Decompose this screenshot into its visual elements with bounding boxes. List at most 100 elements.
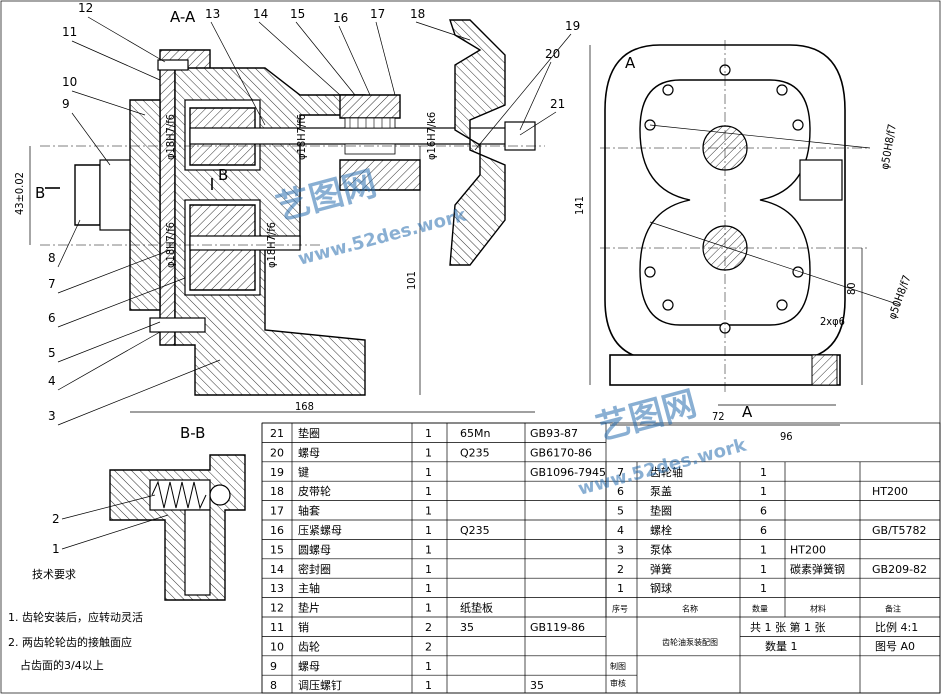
balloon-label: 14 — [253, 7, 268, 21]
drawing-number: 图号 A0 — [875, 640, 915, 653]
bom-material: Q235 — [460, 524, 490, 537]
fit-1: φ18H7/f6 — [164, 114, 177, 160]
shaft-nut — [504, 121, 536, 151]
leader-line — [57, 321, 161, 363]
section-b-mark-inner: B — [218, 166, 228, 184]
dim-141: 141 — [573, 196, 586, 215]
bom-name: 密封圈 — [298, 562, 331, 576]
fit-2: φ18H7/f6 — [295, 114, 308, 160]
lock-nut — [99, 159, 131, 231]
bom-qty: 1 — [425, 427, 432, 440]
bom-header-cell: 名称 — [682, 604, 698, 614]
leader-line — [57, 277, 186, 328]
dim-2x6: 2xφ6 — [820, 315, 845, 328]
balloon-label: 2 — [52, 512, 60, 526]
bom-qty: 1 — [425, 446, 432, 459]
bom-name: 螺母 — [298, 660, 320, 673]
bolt — [149, 317, 206, 333]
bom-qty: 1 — [760, 543, 767, 556]
bom-name: 泵体 — [650, 542, 672, 556]
bom-material: 35 — [460, 621, 474, 634]
leader-line — [57, 359, 221, 426]
bom-qty: 1 — [425, 602, 432, 615]
bom-name: 螺母 — [298, 446, 320, 459]
leader-line — [57, 249, 171, 294]
bom-qty: 6 — [760, 524, 767, 537]
bom-name: 钢球 — [650, 581, 672, 595]
bom-name: 压紧螺母 — [298, 524, 342, 537]
bom-name: 键 — [298, 465, 309, 479]
balloon-label: 20 — [545, 47, 560, 61]
dim-43: 43±0.02 — [13, 172, 26, 215]
bom-qty: 1 — [425, 582, 432, 595]
bom-no: 19 — [270, 466, 284, 479]
bom-qty: 6 — [760, 505, 767, 518]
bom-note: GB209-82 — [872, 563, 927, 576]
balloon-label: 4 — [48, 374, 56, 388]
bom-no: 10 — [270, 640, 284, 653]
bom-no: 2 — [617, 563, 624, 576]
bom-no: 21 — [270, 427, 284, 440]
bom-no: 4 — [617, 524, 624, 537]
dim-168: 168 — [295, 400, 314, 413]
bom-standard: GB1096-7945 — [530, 466, 606, 479]
balloon-label: 10 — [62, 75, 77, 89]
leader-line — [258, 21, 341, 96]
balloon-label: 18 — [410, 7, 425, 21]
pulley-section — [449, 19, 506, 266]
leader-line — [57, 331, 161, 391]
bom-qty: 1 — [425, 524, 432, 537]
view-a-arrow-label: A — [742, 403, 753, 421]
bom-name: 调压螺钉 — [298, 679, 342, 692]
bom-qty: 1 — [425, 505, 432, 518]
bom-qty: 1 — [760, 582, 767, 595]
bom-qty: 1 — [425, 466, 432, 479]
view-a: A A 141 80 72 96 2xφ6 φ50H8/f7 φ50H8/f7 — [573, 40, 914, 443]
leader-line — [338, 25, 371, 96]
balloon-label: 7 — [48, 277, 56, 291]
bom-name: 垫圈 — [650, 504, 672, 518]
section-b-mark-left: B — [35, 184, 45, 202]
bom-name: 齿轮轴 — [650, 465, 683, 479]
bom-name: 垫片 — [298, 601, 320, 615]
leader-line — [519, 111, 557, 136]
valve-housing-section — [109, 454, 246, 601]
bom-header-cell: 序号 — [612, 604, 628, 614]
bom-name: 圆螺母 — [298, 543, 331, 556]
tech-req-2: 2. 两齿轮轮齿的接触面应 — [8, 635, 132, 649]
bom-no: 17 — [270, 505, 284, 518]
bom-material: 碳素弹簧钢 — [790, 562, 845, 576]
balloon-label: 3 — [48, 409, 56, 423]
bom-qty: 1 — [760, 466, 767, 479]
gear-shaft — [189, 235, 301, 251]
bom-no: 12 — [270, 602, 284, 615]
tech-req-3: 占齿面的3/4以上 — [20, 658, 104, 672]
bom-name: 轴套 — [298, 504, 320, 518]
checked-by: 审核 — [610, 678, 626, 688]
leader-line — [210, 21, 266, 126]
technical-requirements: 技术要求 1. 齿轮安装后，应转动灵活 2. 两齿轮轮齿的接触面应 占齿面的3/… — [8, 568, 143, 672]
relief-valve-body — [129, 99, 161, 311]
bom-no: 14 — [270, 563, 284, 576]
tech-req-title: 技术要求 — [32, 568, 76, 581]
bom-name: 皮带轮 — [298, 484, 331, 498]
bom-no: 9 — [270, 660, 277, 673]
section-aa-view: A-A B B 43±0.02 101 168 φ18H7/f6 φ18H7/f… — [13, 8, 545, 413]
section-bb-view: B-B — [109, 424, 246, 601]
dim-72: 72 — [712, 410, 725, 423]
bom-qty: 1 — [425, 543, 432, 556]
bom-material: 65Mn — [460, 427, 490, 440]
section-aa-label: A-A — [170, 8, 196, 26]
leader-line — [519, 61, 552, 131]
dim-101: 101 — [405, 271, 418, 290]
bom-no: 1 — [617, 582, 624, 595]
leader-line — [71, 112, 111, 166]
dim-96: 96 — [780, 430, 793, 443]
balloon-label: 9 — [62, 97, 70, 111]
balloon-label: 11 — [62, 25, 77, 39]
bom-material: HT200 — [790, 543, 826, 556]
leader-line — [61, 514, 169, 550]
balloon-label: 1 — [52, 542, 60, 556]
